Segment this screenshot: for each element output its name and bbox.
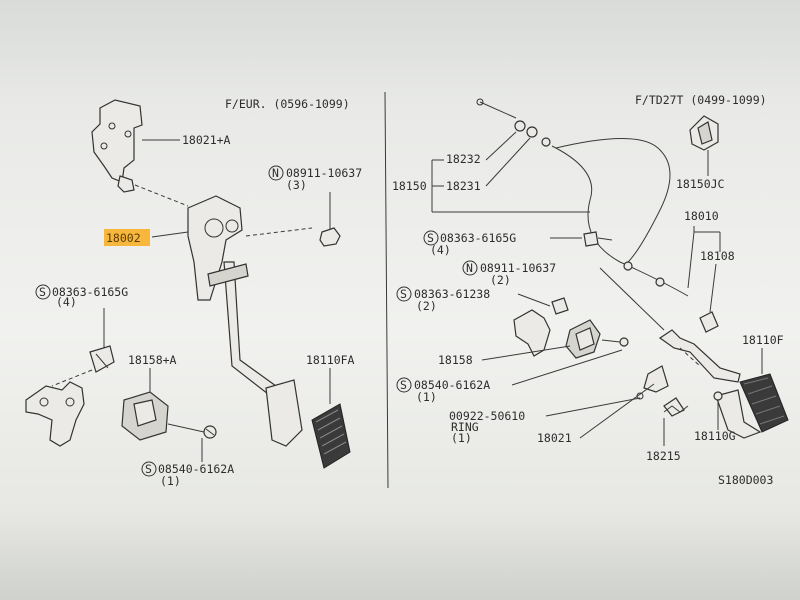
figure-code: S180D003 — [718, 473, 773, 487]
label-bracket-right: 18021 — [537, 431, 572, 445]
label-bolt-left: 08911-10637 — [286, 166, 362, 180]
svg-text:S: S — [39, 285, 46, 299]
accelerator-pedal-drawing — [636, 329, 789, 439]
label-pedal-assy-left: 18002 — [106, 231, 141, 245]
s-marker-left-2 — [141, 461, 157, 477]
svg-text:S: S — [145, 462, 152, 476]
qty-screw2-left: (1) — [160, 474, 181, 488]
left-section-title: F/EUR. (0596-1099) — [225, 97, 350, 111]
clip-drawing — [663, 405, 689, 413]
label-stopper-bolt: 18110G — [694, 429, 736, 443]
s-marker-right-2 — [396, 286, 412, 302]
clutch-pedal-drawing — [187, 195, 303, 447]
accelerator-cable-drawing — [476, 98, 689, 297]
label-cable-a: 18232 — [446, 152, 481, 166]
label-screw-right: 08363-6165G — [440, 231, 516, 245]
pedal-pad-drawing-left — [311, 403, 351, 469]
label-cable-assy: 18150 — [392, 179, 427, 193]
lever-drawing-right — [513, 309, 551, 357]
label-bracket-left: 18021+A — [182, 133, 231, 147]
pedal-bracket-drawing — [91, 99, 143, 193]
screw-drawing-left — [203, 425, 217, 439]
n-marker-right — [462, 260, 478, 276]
stopper-drawing-left — [121, 391, 169, 441]
svg-text:N: N — [272, 166, 279, 180]
cable-clip-drawing — [689, 115, 719, 151]
label-pad-right: 18110F — [742, 333, 784, 347]
qty-screw2-right: (1) — [416, 390, 437, 404]
label-cable-clip: 18150JC — [676, 177, 725, 191]
small-screw-drawing-right — [551, 297, 569, 315]
screw-drawing-right — [619, 337, 629, 347]
qty-bolt-left: (3) — [286, 178, 307, 192]
label-screw2-left: 08540-6162A — [158, 462, 234, 476]
lever-drawing-left — [25, 381, 85, 447]
label-cable-b: 18231 — [446, 179, 481, 193]
label-bolt-right: 08911-10637 — [480, 261, 556, 275]
qty-bolt-right: (2) — [490, 273, 511, 287]
svg-text:S: S — [427, 231, 434, 245]
label-ring-word: RING — [451, 420, 479, 434]
s-marker-left — [35, 284, 51, 300]
qty-ring: (1) — [451, 431, 472, 445]
label-pedal-assy-right: 18010 — [684, 209, 719, 223]
qty-screw3-right: (2) — [416, 299, 437, 313]
nut-drawing-left — [319, 227, 341, 247]
label-screw2-right: 08540-6162A — [414, 378, 490, 392]
s-marker-right — [423, 230, 439, 246]
label-stopper-right: 18158 — [438, 353, 473, 367]
bolt-drawing-right — [583, 231, 613, 247]
label-pad-left: 18110FA — [306, 353, 355, 367]
svg-text:N: N — [466, 261, 473, 275]
bolt-drawing-left — [89, 345, 115, 373]
label-spring: 18108 — [700, 249, 735, 263]
svg-text:S: S — [400, 287, 407, 301]
right-section-title: F/TD27T (0499-1099) — [635, 93, 767, 107]
highlight-mark — [104, 229, 150, 246]
stopper-drawing-right — [565, 319, 601, 359]
label-stopper-left: 18158+A — [128, 353, 177, 367]
s-marker-right-3 — [396, 377, 412, 393]
label-ring: 00922-50610 — [449, 409, 525, 423]
label-screw3-right: 08363-61238 — [414, 287, 490, 301]
section-divider — [384, 91, 389, 489]
n-marker-left — [268, 165, 284, 181]
spring-drawing — [699, 311, 719, 333]
qty-screw-left: (4) — [56, 295, 77, 309]
svg-text:S: S — [400, 378, 407, 392]
label-screw-left: 08363-6165G — [52, 285, 128, 299]
qty-screw-right: (4) — [430, 243, 451, 257]
label-clip: 18215 — [646, 449, 681, 463]
